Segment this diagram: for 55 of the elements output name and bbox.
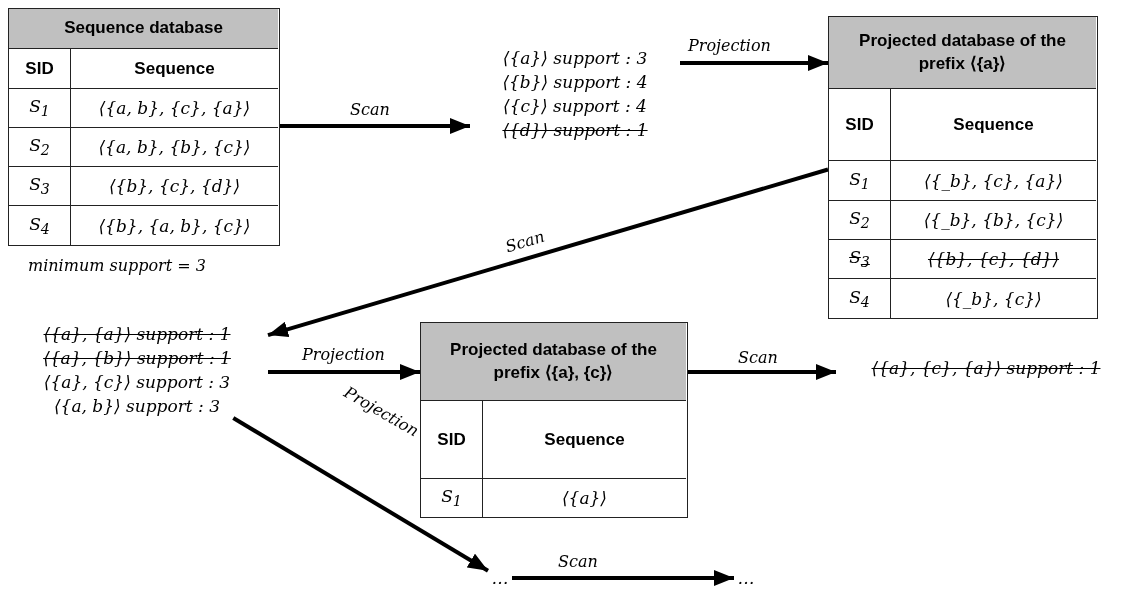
table-cell: S$_{4}$ [829, 279, 891, 318]
table-cell: ⟨{_b}, {b}, {c}⟩ [891, 201, 1096, 240]
table-cell-text: ⟨{b}, {a, b}, {c}⟩ [97, 214, 252, 238]
edge-label: Projection [688, 36, 771, 55]
support-count: ⟨{a}, {a}⟩ support : 1 [43, 323, 231, 346]
support-count: ⟨{a, b}⟩ support : 3 [53, 395, 221, 418]
support-count: ⟨{a}⟩ support : 3 [502, 47, 648, 70]
table-cell-text: ⟨{_b}, {c}⟩ [944, 287, 1043, 311]
table-cell: S$_{1}$ [829, 161, 891, 201]
support-count: ⟨{a}, {c}, {a}⟩ support : 1 [836, 356, 1136, 380]
support-count: ⟨{b}⟩ support : 4 [502, 71, 648, 94]
table-cell: ⟨{a, b}, {b}, {c}⟩ [71, 128, 278, 167]
data-table [828, 16, 1098, 319]
table-cell: S$_{3}$ [829, 240, 891, 279]
edge-label: Scan [503, 226, 547, 257]
table-cell: S$_{1}$ [421, 479, 483, 517]
column-header: Sequence [71, 49, 278, 89]
ellipsis: … [734, 566, 758, 590]
table-cell: S$_{3}$ [9, 167, 71, 206]
arrow [280, 118, 470, 134]
data-table [420, 322, 688, 518]
table-cell: S$_{2}$ [829, 201, 891, 240]
table-cell: ⟨{b}, {c}, {d}⟩ [71, 167, 278, 206]
table-cell: S$_{1}$ [9, 89, 71, 128]
table-title: Projected database of the prefix ⟨{a}⟩ [829, 17, 1096, 89]
support-count: ⟨{a}, {c}⟩ support : 3 [43, 371, 231, 394]
arrow [232, 416, 490, 573]
table-cell: ⟨{b}, {c}, {d}⟩ [891, 240, 1096, 279]
table-cell: S$_{4}$ [9, 206, 71, 245]
column-header: SID [421, 401, 483, 479]
arrow [688, 364, 836, 380]
arrow [680, 55, 828, 71]
arrow [512, 570, 734, 586]
support-count: ⟨{d}⟩ support : 1 [502, 119, 648, 142]
column-header: SID [829, 89, 891, 161]
edge-label: Scan [558, 552, 598, 571]
arrow [267, 167, 829, 338]
edge-label: Scan [350, 100, 390, 119]
column-header: SID [9, 49, 71, 89]
table-title: Sequence database [9, 9, 278, 49]
arrow [268, 364, 420, 380]
ellipsis: … [488, 566, 512, 590]
data-table [8, 8, 280, 246]
table-title: Projected database of the prefix ⟨{a}, {c}⟩ [421, 323, 686, 401]
note-text: minimum support = 3 [28, 256, 206, 275]
table-cell-text: ⟨{a}⟩ [560, 487, 608, 510]
support-count: ⟨{c}⟩ support : 4 [503, 95, 647, 118]
table-cell: ⟨{a, b}, {c}, {a}⟩ [71, 89, 278, 128]
edge-label: Projection [302, 345, 385, 364]
table-cell: ⟨{_b}, {c}, {a}⟩ [891, 161, 1096, 201]
table-cell: S$_{2}$ [9, 128, 71, 167]
edge-label: Scan [738, 348, 778, 367]
support-count: ⟨{a}, {b}⟩ support : 1 [43, 347, 231, 370]
column-header: Sequence [483, 401, 686, 479]
column-header: Sequence [891, 89, 1096, 161]
